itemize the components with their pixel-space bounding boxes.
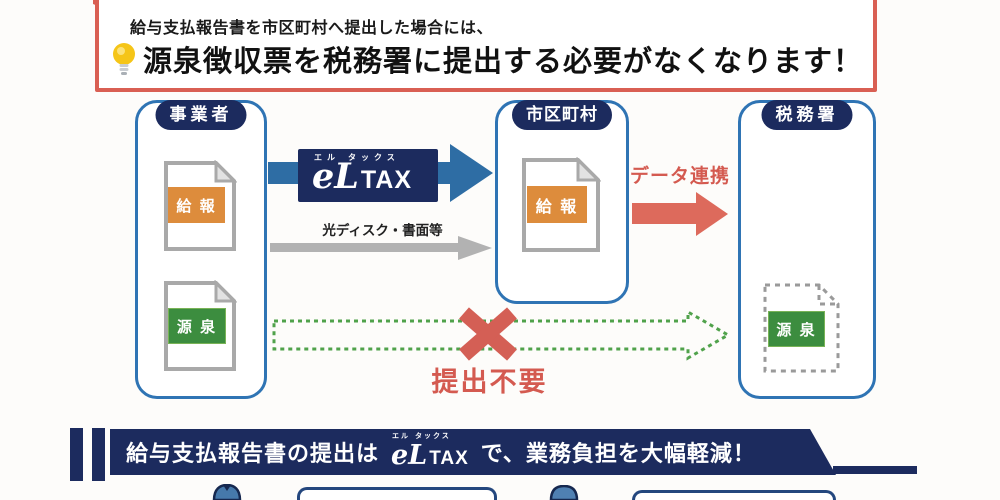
headline-box (95, 0, 877, 92)
employer-box-title: 事業者 (155, 100, 247, 130)
banner-text-before: 給与支払報告書の提出は (126, 441, 380, 466)
person-icon-partial (549, 485, 579, 500)
banner-accent-bar (92, 428, 105, 481)
payroll-report-label: 給 報 (168, 187, 225, 223)
withholding-slip-label: 源 泉 (768, 311, 825, 347)
municipality-box-title: 市区町村 (512, 100, 612, 130)
banner-logo-el: eL (391, 440, 428, 471)
eltax-logo-el: eL (312, 156, 359, 197)
eltax-logo-tax: TAX (360, 166, 413, 194)
eltax-logo: エル タックス eL TAX (298, 149, 438, 202)
person-icon-partial (212, 484, 242, 500)
payroll-report-document: 給 報 (163, 160, 237, 252)
banner-accent-bar (70, 428, 83, 481)
eltax-logo-furigana: エル タックス (314, 152, 400, 163)
payroll-report-label: 給 報 (527, 186, 587, 223)
info-box-partial (632, 490, 836, 500)
eltax-logo-letters: eL TAX (312, 159, 412, 195)
banner-furigana-el: エル (392, 433, 411, 440)
optical-disc-arrow-label: 光ディスク・書面等 (322, 223, 443, 238)
banner-text-after: で、業務負担を大幅軽減！ (480, 441, 756, 466)
headline-subtext: 給与支払報告書を市区町村へ提出した場合には、 (130, 20, 494, 37)
withholding-slip-label: 源 泉 (168, 308, 226, 344)
data-link-label: データ連携 (629, 166, 730, 187)
banner-logo-tax: TAX (429, 448, 469, 469)
withholding-slip-document: 源 泉 (163, 280, 237, 372)
banner-eltax-logo: エル タックス eL TAX (391, 431, 469, 471)
payroll-report-document-municipality: 給 報 (521, 157, 601, 253)
bottom-banner: 給与支払報告書の提出は エル タックス eL TAX で、業務負担を大幅軽減！ (110, 429, 836, 475)
headline-main-row: 源泉徴収票を税務署に提出する必要がなくなります！ (111, 38, 863, 80)
banner-eltax-furigana: エル タックス (392, 431, 451, 441)
headline-main-text: 源泉徴収票を税務署に提出する必要がなくなります！ (143, 46, 864, 78)
x-mark-icon (459, 307, 517, 361)
eltax-furigana-el: エル (314, 153, 340, 162)
no-submission-label: 提出不要 (431, 367, 548, 397)
eltax-furigana-tax: タックス (348, 153, 400, 162)
banner-underline (833, 466, 917, 474)
lightbulb-icon (113, 43, 135, 75)
data-link-arrow (632, 192, 728, 236)
optical-disc-arrow (270, 236, 492, 260)
tax-office-box-title: 税務署 (761, 100, 853, 130)
banner-furigana-tax: タックス (415, 433, 451, 440)
info-box-partial (297, 487, 497, 500)
withholding-slip-document-dashed: 源 泉 (762, 282, 841, 374)
employer-box: 事業者 (135, 100, 267, 399)
